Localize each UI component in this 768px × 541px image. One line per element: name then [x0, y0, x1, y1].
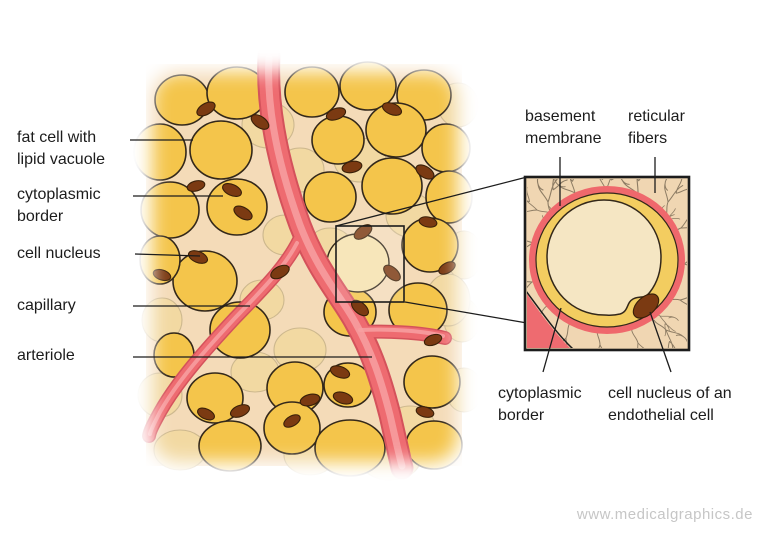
capillary-lumen [546, 199, 662, 316]
cell-nucleus [383, 264, 401, 282]
cell-nucleus [197, 407, 215, 421]
fat-cell [403, 355, 461, 409]
fat-cell [339, 61, 397, 111]
cell-nucleus [186, 180, 206, 192]
label-text-line: capillary [17, 297, 76, 314]
label-basement-membrane: basement membrane [525, 106, 601, 150]
fat-cell [314, 419, 386, 477]
cell-nucleus [418, 216, 438, 228]
capillary-inset [523, 157, 691, 373]
leader-inset-cytoplasmic-border [542, 307, 562, 373]
label-reticular-fibers: reticular fibers [628, 106, 685, 150]
label-text-line: fat cell with [17, 129, 97, 146]
capillary-cut-corner [527, 294, 571, 348]
cell-nucleus [222, 182, 242, 198]
fat-cell [421, 123, 471, 173]
label-text-line: cytoplasmic [498, 385, 582, 402]
fat-cell [311, 115, 365, 165]
label-text-line: membrane [525, 130, 602, 147]
fat-cell [198, 420, 262, 472]
fat-cell [139, 235, 181, 285]
fat-cell [263, 401, 321, 455]
label-cell-nucleus: cell nucleus [17, 243, 101, 265]
cell-nucleus [233, 205, 253, 221]
endothelial-cell-nucleus [632, 293, 660, 319]
label-text-line: basement [525, 108, 596, 125]
label-text-line: border [17, 208, 64, 225]
cell-nucleus [423, 333, 443, 347]
fat-cell [405, 420, 463, 470]
arteriole-highlight [265, 54, 406, 470]
cell-nucleus [187, 250, 209, 264]
watermark: www.medicalgraphics.de [576, 506, 753, 523]
connector-line-bottom [404, 301, 528, 324]
fat-cell [153, 429, 207, 471]
fat-cell [284, 66, 340, 118]
label-inset-cytoplasmic-border: cytoplasmic border [498, 383, 582, 427]
label-text-line: lipid vacuole [17, 151, 106, 168]
cell-nucleus [250, 114, 270, 130]
fat-cell [154, 74, 210, 126]
label-text-line: cell nucleus [17, 245, 101, 262]
label-capillary: capillary [17, 295, 76, 317]
connector-line-top [335, 176, 528, 227]
label-arteriole: arteriole [17, 345, 75, 367]
cell-nucleus [341, 160, 363, 174]
fat-cell [365, 102, 427, 158]
cell-nucleus [329, 365, 351, 379]
cell-nuclei [152, 101, 456, 428]
capillary-cut-outline [527, 291, 574, 348]
label-text-line: endothelial cell [608, 407, 714, 424]
cell-nucleus [332, 391, 354, 405]
cell-nucleus [196, 101, 216, 117]
fat-cell [209, 301, 271, 359]
label-text-line: reticular [628, 108, 685, 125]
zoom-source-box [335, 225, 405, 303]
cell-nucleus [415, 406, 435, 418]
cell-nucleus [415, 164, 435, 180]
cell-nucleus [438, 261, 456, 275]
label-fat-cell: fat cell with lipid vacuole [17, 127, 105, 171]
fat-cell [172, 250, 238, 312]
label-text-line: cell nucleus of an [608, 385, 732, 402]
leader-cell-nucleus [134, 253, 201, 257]
cell-nucleus [381, 102, 403, 116]
cell-nucleus [152, 268, 172, 282]
label-text-line: arteriole [17, 347, 75, 364]
fat-cell [303, 171, 357, 223]
label-text-line: border [498, 407, 545, 424]
fat-cell [133, 123, 187, 181]
cell-nucleus [283, 414, 301, 428]
label-endothelial-nucleus: cell nucleus of an endothelial cell [608, 383, 732, 427]
tissue-block [133, 44, 483, 481]
label-cytoplasmic-border: cytoplasmic border [17, 184, 101, 228]
leader-endothelial-nucleus [649, 311, 672, 373]
fat-cell [189, 120, 253, 180]
cell-nucleus [270, 264, 290, 280]
cell-nucleus [299, 393, 321, 407]
cell-nucleus [229, 404, 251, 418]
leader-lines [130, 139, 372, 358]
fat-cell [361, 157, 423, 215]
label-text-line: cytoplasmic [17, 186, 101, 203]
cell-nucleus [325, 107, 347, 121]
label-text-line: fibers [628, 130, 668, 147]
